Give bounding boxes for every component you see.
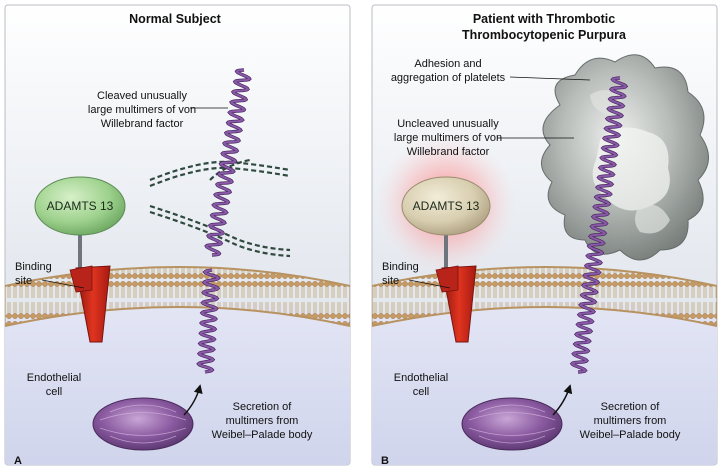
svg-text:Binding: Binding [15,261,52,273]
svg-text:multimers from: multimers from [594,415,667,427]
panel-a-letter: A [14,455,22,467]
panel-a-adamts13-enzyme [34,176,126,236]
panel-b-secretion-arrow [552,384,573,416]
panel-b: Patient with Thrombotic Thrombocytopenic… [371,4,718,467]
svg-text:cell: cell [46,386,63,398]
svg-text:Secretion of: Secretion of [601,401,661,413]
panel-b-binding-leader [408,279,451,289]
svg-text:Weibel–Palade body: Weibel–Palade body [212,429,313,441]
panel-b-cytoplasm [372,299,717,465]
panel-a: Normal Subject ADAMTS 13 Cleaved unusual [4,4,351,467]
panel-b-adamts13-enzyme [401,176,491,236]
svg-text:Endothelial: Endothelial [394,372,448,384]
vwf-multimer-uncleaved [569,76,629,374]
panel-a-secretion-arrow [183,384,203,416]
vwf-multimer-secreted [196,268,221,374]
panel-b-title-line2: Thrombocytopenic Purpura [462,28,627,42]
panel-b-weibel-palade-body [461,397,563,451]
panel-b-platelet-label: Adhesion and aggregation of platelets [391,58,506,84]
panel-b-uncleaved-label: Uncleaved unusually large multimers of v… [394,118,502,158]
svg-text:site: site [15,275,32,287]
panel-a-enzyme-label: ADAMTS 13 [47,199,114,213]
panel-a-title: Normal Subject [129,12,222,26]
panel-a-binding-label: Binding site [15,261,52,287]
panel-a-binding-leader [41,279,85,289]
svg-text:site: site [382,275,399,287]
panel-a-weibel-palade-body [92,397,194,451]
panel-b-cell-label: Endothelial cell [394,372,448,398]
svg-text:Adhesion and: Adhesion and [414,58,481,70]
svg-text:aggregation of platelets: aggregation of platelets [391,72,506,84]
svg-text:Willebrand factor: Willebrand factor [101,118,184,130]
svg-text:Endothelial: Endothelial [27,372,81,384]
panel-b-letter: B [381,455,389,467]
svg-text:Willebrand factor: Willebrand factor [407,146,490,158]
panel-a-cytoplasm [5,299,350,465]
svg-text:Binding: Binding [382,261,419,273]
svg-text:Weibel–Palade body: Weibel–Palade body [580,429,681,441]
svg-text:Uncleaved unusually: Uncleaved unusually [397,118,499,130]
panel-b-secretion-label: Secretion of multimers from Weibel–Palad… [580,401,681,441]
panel-b-title-line1: Patient with Thrombotic [473,12,615,26]
svg-text:Cleaved unusually: Cleaved unusually [97,90,187,102]
panel-b-platelet-leader [509,76,591,81]
panel-a-cleaved-label: Cleaved unusually large multimers of von… [88,90,196,130]
svg-text:Secretion of: Secretion of [233,401,293,413]
svg-text:cell: cell [413,386,430,398]
panel-a-secretion-label: Secretion of multimers from Weibel–Palad… [212,401,313,441]
panel-b-binding-label: Binding site [382,261,419,287]
panel-a-cell-label: Endothelial cell [27,372,81,398]
svg-text:large multimers of von: large multimers of von [394,132,502,144]
panel-b-enzyme-label: ADAMTS 13 [413,199,480,213]
svg-text:large multimers of von: large multimers of von [88,104,196,116]
svg-text:multimers from: multimers from [226,415,299,427]
vwf-multimer-cleaved-top [204,68,252,257]
